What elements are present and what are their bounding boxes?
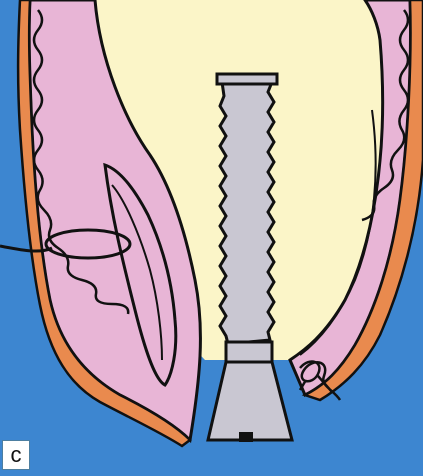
implant-collar [226, 342, 272, 362]
implant-post [220, 82, 274, 344]
implant-cap [217, 74, 277, 84]
abutment-slot [239, 432, 253, 442]
panel-label: c [2, 440, 30, 470]
